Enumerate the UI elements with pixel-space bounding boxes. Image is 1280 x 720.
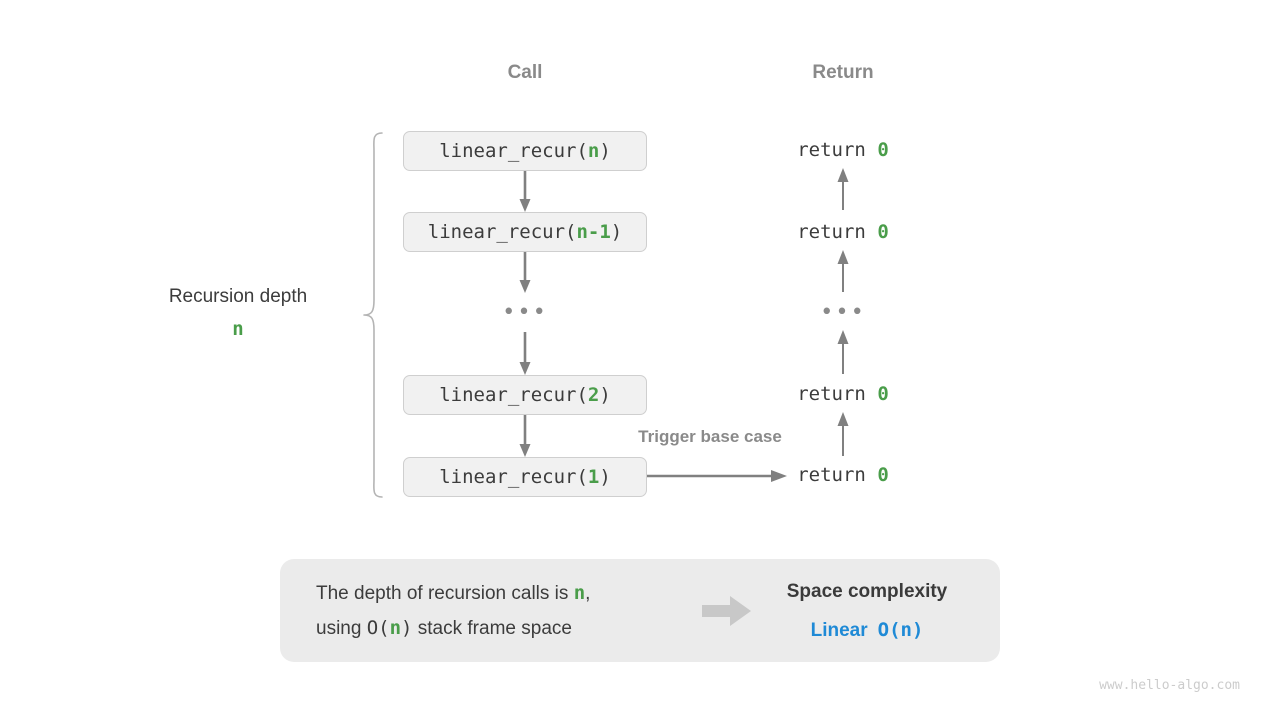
summary-description-line-2: using O(n) stack frame space [316, 611, 696, 646]
summary-result-notation: O(n) [877, 619, 924, 641]
call-frame-name: linear_recur( [439, 140, 588, 162]
summary-result-title: Space complexity [786, 581, 948, 602]
call-frame-arg: 1 [587, 466, 600, 488]
return-arrow-up-4 [833, 412, 853, 456]
watermark: www.hello-algo.com [1099, 678, 1240, 693]
call-frame-close: ) [599, 384, 611, 406]
call-frame-arg: n [587, 140, 600, 162]
summary-block-arrow-icon [702, 595, 752, 627]
call-ellipsis: ••• [502, 300, 548, 325]
summary-line1-part-a: The depth of recursion calls is [316, 583, 574, 604]
summary-line2-open: O( [366, 617, 390, 639]
call-frame-box-2[interactable]: linear_recur(n-1) [403, 212, 647, 252]
recursion-depth-label: Recursion depth n [128, 287, 348, 339]
call-arrow-down-2 [515, 252, 535, 293]
base-case-arrow [647, 466, 787, 486]
summary-line1-n: n [573, 582, 586, 604]
return-arrow-up-1 [833, 168, 853, 210]
recursion-depth-brace [360, 125, 388, 505]
return-value: 0 [877, 139, 889, 161]
return-value: 0 [877, 383, 889, 405]
summary-panel [280, 559, 1000, 662]
call-arrow-down-1 [515, 171, 535, 212]
return-label-2: return 0 [743, 221, 943, 243]
call-frame-close: ) [599, 466, 611, 488]
summary-line2-close: ) [401, 617, 413, 639]
summary-line1-part-b: , [585, 583, 591, 604]
return-arrow-up-2 [833, 250, 853, 292]
summary-result-word: Linear [810, 620, 868, 641]
call-frame-name: linear_recur( [439, 384, 588, 406]
trigger-base-case-label: Trigger base case [638, 427, 782, 446]
recursion-depth-value: n [232, 318, 244, 340]
call-arrow-down-4 [515, 415, 535, 457]
summary-description: The depth of recursion calls is n, using… [316, 576, 696, 646]
recursion-depth-text: Recursion depth [168, 286, 308, 307]
return-arrow-up-3 [833, 330, 853, 374]
return-value: 0 [877, 221, 889, 243]
call-frame-arg: n-1 [576, 221, 611, 243]
summary-line2-part-a: using [316, 618, 367, 639]
return-label-3: return 0 [743, 383, 943, 405]
column-header-call: Call [507, 62, 543, 83]
return-keyword: return [797, 383, 878, 405]
call-frame-name: linear_recur( [427, 221, 577, 243]
call-frame-box-1[interactable]: linear_recur(n) [403, 131, 647, 171]
call-frame-box-4[interactable]: linear_recur(1) [403, 457, 647, 497]
return-keyword: return [797, 464, 878, 486]
summary-line2-n: n [389, 617, 402, 639]
call-frame-arg: 2 [587, 384, 600, 406]
call-frame-close: ) [610, 221, 623, 243]
return-ellipsis: ••• [820, 300, 866, 325]
call-arrow-down-3 [515, 332, 535, 375]
return-label-1: return 0 [743, 139, 943, 161]
summary-result-value: Linear O(n) [767, 619, 967, 642]
summary-description-line-1: The depth of recursion calls is n, [316, 576, 696, 611]
call-frame-box-3[interactable]: linear_recur(2) [403, 375, 647, 415]
return-keyword: return [797, 139, 878, 161]
call-frame-close: ) [599, 140, 611, 162]
summary-line2-part-c: stack frame space [412, 618, 572, 639]
return-keyword: return [797, 221, 878, 243]
call-frame-name: linear_recur( [439, 466, 588, 488]
return-label-4: return 0 [743, 464, 943, 486]
column-header-return: Return [812, 62, 874, 83]
return-value: 0 [877, 464, 889, 486]
